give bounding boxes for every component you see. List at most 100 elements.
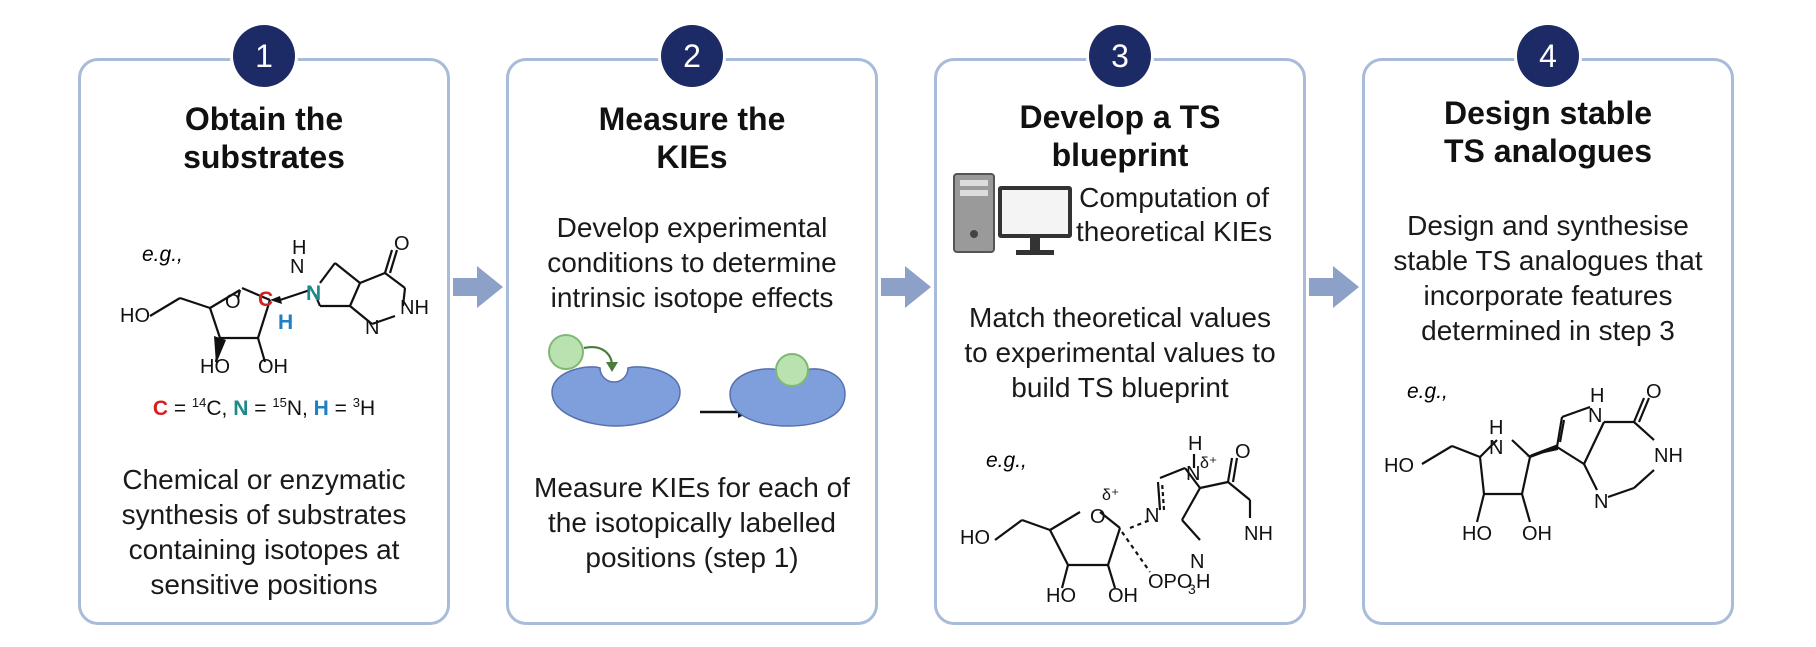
- svg-text:N: N: [290, 256, 304, 278]
- step-2-title-line-1: Measure the: [598, 101, 786, 137]
- step-4-title-line-2: TS analogues: [1443, 133, 1653, 169]
- svg-text:H: H: [278, 311, 293, 334]
- step-3-body-top-line: build TS blueprint: [1011, 372, 1229, 403]
- svg-text:δ⁺: δ⁺: [1200, 455, 1217, 472]
- legend-n: N: [233, 397, 249, 420]
- svg-text:NH: NH: [400, 297, 429, 319]
- step-1-badge: 1: [233, 25, 295, 87]
- step-2-body-line: positions (step 1): [585, 542, 799, 573]
- svg-text:H: H: [292, 237, 306, 259]
- computer-icon: [953, 173, 1072, 255]
- computer-caption-line: Computation of: [1079, 182, 1269, 213]
- step-4-body-top-line: stable TS analogues that: [1393, 245, 1703, 276]
- svg-text:N: N: [1190, 551, 1204, 573]
- legend-c-sup: 14: [191, 395, 207, 410]
- svg-text:O: O: [1235, 441, 1251, 463]
- svg-text:HO: HO: [1462, 523, 1492, 545]
- svg-text:H: H: [1489, 417, 1503, 439]
- step-3-title-line-2: blueprint: [1051, 137, 1189, 173]
- svg-text:N: N: [1145, 505, 1159, 527]
- svg-text:δ⁺: δ⁺: [1102, 487, 1119, 504]
- step-2-body-line: the isotopically labelled: [548, 507, 836, 538]
- step-1-title-line-1: Obtain the: [184, 101, 344, 137]
- arrow-right-icon: [1309, 266, 1359, 308]
- step-1-body: Chemical or enzymatic synthesis of subst…: [88, 462, 440, 602]
- arrow-right-icon: [881, 266, 931, 308]
- step-4-body-top-line: incorporate features: [1423, 280, 1673, 311]
- legend-h: H: [313, 397, 329, 420]
- svg-text:N: N: [1594, 491, 1608, 513]
- step-2-body: Measure KIEs for each of the isotopicall…: [512, 470, 872, 575]
- svg-text:NH: NH: [1654, 445, 1683, 467]
- substrate-icon: [775, 353, 809, 387]
- step-3-badge: 3: [1089, 25, 1151, 87]
- step-2-body-top-line: conditions to determine: [547, 247, 837, 278]
- step-4-body-top: Design and synthesise stable TS analogue…: [1368, 208, 1728, 348]
- enzyme-icon: [551, 366, 681, 427]
- step-1-title-line-2: substrates: [183, 139, 345, 175]
- svg-text:N: N: [1489, 437, 1503, 459]
- step-3-body-top-line: to experimental values to: [964, 337, 1276, 368]
- svg-text:O: O: [1646, 381, 1662, 403]
- step-2-title: Measure the KIEs: [506, 100, 878, 176]
- step-4-panel: [1362, 58, 1734, 625]
- svg-text:HO: HO: [200, 356, 230, 378]
- svg-text:H: H: [1188, 433, 1202, 455]
- ts-blueprint-structure: e.g., O δ⁺ N H δ⁺ N O NH N HO HO OH OPO …: [960, 433, 1273, 607]
- svg-text:HO: HO: [1384, 455, 1414, 477]
- legend-n-val: N,: [286, 397, 314, 420]
- isotope-legend: C = 14C, N = 15N, H = 3H: [78, 395, 450, 421]
- svg-text:O: O: [394, 233, 410, 255]
- legend-c-val: C,: [206, 397, 234, 420]
- svg-text:C: C: [258, 288, 273, 311]
- svg-text:N: N: [1186, 463, 1200, 485]
- svg-text:H: H: [1590, 385, 1604, 407]
- arrow-right-icon: [453, 266, 503, 308]
- legend-c-eq: =: [167, 397, 192, 420]
- step-3-title: Develop a TS blueprint: [934, 98, 1306, 174]
- svg-text:HO: HO: [960, 527, 990, 549]
- step-3-body-top: Match theoretical values to experimental…: [940, 300, 1300, 405]
- step-2-body-top-line: Develop experimental: [556, 212, 828, 243]
- svg-text:OH: OH: [258, 356, 288, 378]
- svg-text:O: O: [1090, 506, 1106, 528]
- svg-text:N: N: [306, 282, 321, 305]
- svg-text:NH: NH: [1244, 523, 1273, 545]
- step-1-title: Obtain the substrates: [78, 100, 450, 176]
- step-1-panel: [78, 58, 450, 625]
- inosine-structure: e.g., C N H N H O NH N HO O HO OH: [120, 233, 429, 378]
- step-1-body-line: synthesis of substrates: [121, 499, 407, 530]
- step-4-badge: 4: [1517, 25, 1579, 87]
- svg-text:HO: HO: [1046, 585, 1076, 607]
- step-2-badge: 2: [661, 25, 723, 87]
- step-4-eg-label: e.g.,: [1407, 380, 1448, 403]
- svg-text:N: N: [1588, 405, 1602, 427]
- legend-c: C: [152, 397, 168, 420]
- svg-text:O: O: [225, 291, 241, 313]
- svg-text:OH: OH: [1522, 523, 1552, 545]
- step-1-body-line: Chemical or enzymatic: [122, 464, 406, 495]
- step-2-body-top: Develop experimental conditions to deter…: [512, 210, 872, 315]
- step-4-body-top-line: determined in step 3: [1421, 315, 1675, 346]
- svg-text:3: 3: [1188, 581, 1196, 597]
- legend-h-sup: 3: [352, 395, 360, 410]
- svg-text:N: N: [365, 317, 379, 339]
- step-3-title-line-1: Develop a TS: [1019, 99, 1221, 135]
- step-2-body-top-line: intrinsic isotope effects: [550, 282, 834, 313]
- step-1-body-line: containing isotopes at: [128, 534, 400, 565]
- step-1-eg-label: e.g.,: [142, 243, 183, 266]
- legend-n-sup: 15: [272, 395, 287, 410]
- step-1-body-line: sensitive positions: [150, 569, 378, 600]
- step-2-title-line-2: KIEs: [656, 139, 728, 175]
- svg-text:HO: HO: [120, 305, 150, 327]
- svg-text:H: H: [1196, 571, 1210, 593]
- svg-text:OH: OH: [1108, 585, 1138, 607]
- svg-text:OPO: OPO: [1148, 571, 1192, 593]
- step-3-eg-label: e.g.,: [986, 449, 1027, 472]
- step-2-body-line: Measure KIEs for each of: [534, 472, 850, 503]
- legend-h-val: H: [360, 397, 376, 420]
- step-3-body-top-line: Match theoretical values: [969, 302, 1271, 333]
- enzyme-binding-illustration: [548, 334, 846, 427]
- computer-caption-line: theoretical KIEs: [1076, 216, 1273, 247]
- step-4-title-line-1: Design stable: [1443, 95, 1653, 131]
